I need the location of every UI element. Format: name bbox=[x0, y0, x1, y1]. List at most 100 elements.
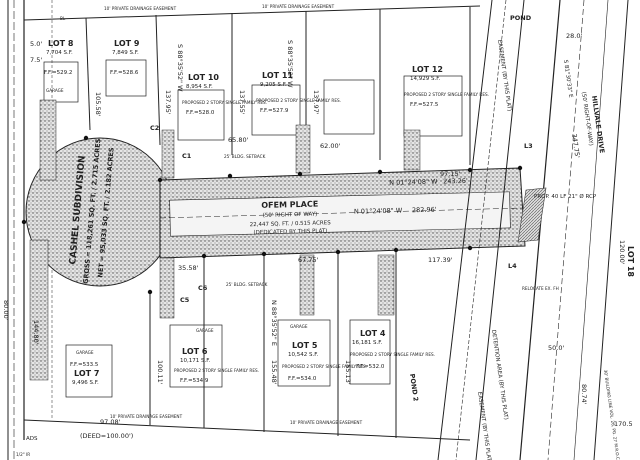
lot-name: LOT 9 bbox=[114, 39, 140, 48]
street-name: OFEM PLACE bbox=[261, 200, 318, 210]
lot-note: PROPOSED 2 STORY SINGLE FAMILY RES. bbox=[404, 92, 489, 97]
driveway-strips bbox=[29, 99, 421, 381]
lot-area: 14,929 S.F. bbox=[410, 76, 441, 82]
lot-name: LOT 12 bbox=[412, 65, 443, 74]
ads-label: ADS bbox=[26, 436, 38, 442]
dim-label: 5.0' bbox=[30, 40, 42, 48]
survey-monuments bbox=[21, 135, 523, 295]
garage-label: GARAGE bbox=[196, 328, 214, 333]
curve-tag: C2 bbox=[150, 124, 159, 132]
dim-label: 105.58' bbox=[94, 92, 102, 117]
curve-tag: L4 bbox=[508, 262, 517, 270]
south-bearing: N 01°24'08" W bbox=[354, 206, 403, 215]
bearing-label: S 88°35'52" W bbox=[286, 40, 294, 88]
lot-ff: F.F.=534.9 bbox=[180, 378, 209, 384]
curve-tag: C1 bbox=[182, 152, 192, 160]
lot-6: LOT 6 10,171 S.F. PROPOSED 2 STORY SINGL… bbox=[174, 347, 259, 384]
dim-label: 7.5' bbox=[30, 56, 42, 64]
lot-name: LOT 8 bbox=[48, 39, 74, 48]
lot-note: PROPOSED 2 STORY SINGLE FAMILY RES. bbox=[350, 352, 435, 357]
drainage-note: 10' PRIVATE DRAINAGE EASEMENT bbox=[104, 6, 177, 11]
bearing-label: N 88°35'52" E bbox=[270, 300, 278, 346]
garage-label: GARAGE bbox=[46, 88, 64, 93]
lot-18-label: LOT 18 bbox=[626, 246, 635, 277]
lot-ff: F.F.=528.0 bbox=[186, 110, 215, 116]
lot-ff: F.F.=528.6 bbox=[110, 70, 139, 76]
dim-label: 28.0' bbox=[566, 32, 582, 40]
lot-name: LOT 4 bbox=[360, 329, 386, 338]
drainage-note: 10' PRIVATE DRAINAGE EASEMENT bbox=[110, 414, 183, 419]
lot-area: 7,849 S.F. bbox=[112, 50, 139, 56]
north-bearing: N 01°24'08" W bbox=[389, 178, 438, 187]
lot-note: PROPOSED 2 STORY SINGLE FAMILY RES. bbox=[256, 98, 341, 103]
lot-lines-north bbox=[23, 5, 481, 165]
lot-area: 16,181 S.F. bbox=[352, 340, 383, 346]
lot-name: LOT 11 bbox=[262, 71, 293, 80]
lot-8: LOT 8 7,704 S.F. F.F.=529.2 bbox=[44, 39, 74, 76]
lot-area: 9,205 S.F. bbox=[260, 82, 287, 88]
garage-label: GARAGE bbox=[290, 324, 308, 329]
lot-line-bearings: S 88°35'52" W S 88°35'52" W N 88°35'52" … bbox=[176, 40, 294, 346]
lot-ff: F.F.=529.2 bbox=[44, 70, 72, 76]
lot-lines-south bbox=[23, 250, 471, 441]
lot-name: LOT 7 bbox=[74, 369, 99, 378]
dim-label: 80.00' bbox=[2, 300, 10, 321]
lot-11: LOT 11 9,205 S.F. PROPOSED 2 STORY SINGL… bbox=[256, 71, 341, 114]
lot-ff: F.F.=527.9 bbox=[260, 108, 289, 114]
lot-7: LOT 7 9,496 S.F. F.F.=533.5 bbox=[70, 362, 99, 386]
dim-label: 137.55' bbox=[238, 90, 246, 115]
bl-label: BL bbox=[60, 16, 66, 21]
dim-label: 144.80' bbox=[32, 320, 40, 345]
curve-tag: C5 bbox=[180, 296, 190, 304]
setback-note: 25' BLDG. SETBACK bbox=[224, 154, 266, 159]
pond-name: POND 2 bbox=[408, 373, 420, 402]
setback-note: 25' BLDG. SETBACK bbox=[226, 282, 268, 287]
lot-5: LOT 5 10,542 S.F. PROPOSED 2 STORY SINGL… bbox=[282, 341, 367, 382]
curve-tag: L3 bbox=[524, 142, 533, 150]
pipe-note: PROP. 40 LF 21" Ø RCP bbox=[534, 193, 597, 200]
dim-label: 50.0' bbox=[548, 344, 564, 352]
dim-label: 100.11' bbox=[156, 360, 164, 385]
north-distance: 243.26' bbox=[443, 177, 468, 186]
misc-notes: 25' BLDG. SETBACK 25' BLDG. SETBACK 10' … bbox=[16, 4, 363, 457]
lot-9: LOT 9 7,849 S.F. F.F.=528.6 bbox=[110, 39, 140, 76]
drainage-note: 10' PRIVATE DRAINAGE EASEMENT bbox=[262, 4, 335, 9]
lot-10: LOT 10 8,954 S.F. PROPOSED 2 STORY SINGL… bbox=[182, 73, 267, 116]
street-dedication: (DEDICATED BY THIS PLAT) bbox=[253, 228, 327, 236]
garage-label: GARAGE bbox=[76, 350, 94, 355]
lot-ff: F.F.=532.0 bbox=[356, 364, 385, 370]
dim-label: 62.00' bbox=[320, 142, 341, 150]
lot-ff: F.F.=527.5 bbox=[410, 102, 439, 108]
dim-label: 35.58' bbox=[178, 264, 199, 272]
lot-area: 10,542 S.F. bbox=[288, 352, 319, 358]
relocate-note: RELOCATE EX. FH bbox=[522, 286, 559, 291]
south-distance: 282.96' bbox=[412, 206, 437, 215]
street-row: (50' RIGHT OF WAY) bbox=[263, 212, 318, 219]
dim-label: 155.48' bbox=[270, 360, 278, 385]
dim-label: 67.75' bbox=[298, 256, 319, 264]
lot-area: 8,954 S.F. bbox=[186, 84, 213, 90]
lot-4: LOT 4 16,181 S.F. PROPOSED 2 STORY SINGL… bbox=[350, 329, 435, 370]
lot-note: PROPOSED 2 STORY SINGLE FAMILY RES. bbox=[282, 364, 367, 369]
dim-label: 97.08' bbox=[100, 418, 121, 426]
lot-note: PROPOSED 2 STORY SINGLE FAMILY RES. bbox=[182, 100, 267, 105]
lot-name: LOT 10 bbox=[188, 73, 219, 82]
dim-label: 117.39' bbox=[428, 256, 453, 264]
lot-ff: F.F.=534.0 bbox=[288, 376, 317, 382]
dimension-labels: 5.0' 7.5' 105.58' 137.95' 137.55' 137.97… bbox=[2, 32, 633, 428]
dim-label: 120.00' bbox=[618, 240, 626, 265]
lot-note: PROPOSED 2 STORY SINGLE FAMILY RES. bbox=[174, 368, 259, 373]
bearing-label: S 88°35'52" W bbox=[176, 44, 184, 92]
east-corridor bbox=[437, 0, 629, 460]
dim-label: 170.5 bbox=[614, 420, 633, 428]
dim-label: 80.74' bbox=[580, 384, 588, 405]
dim-label: 347.75' bbox=[570, 133, 581, 159]
garage-labels: GARAGE GARAGE GARAGE GARAGE bbox=[46, 88, 308, 355]
dim-label: 155.13' bbox=[344, 360, 352, 385]
curve-tag: C6 bbox=[198, 284, 208, 292]
lot-area: 10,171 S.F. bbox=[180, 358, 211, 364]
iron-rod-label: 1/2" IR bbox=[16, 452, 30, 457]
pond-top: POND bbox=[510, 14, 532, 22]
street-area: 22,447 SQ. FT. / 0.515 ACRES bbox=[250, 220, 332, 228]
